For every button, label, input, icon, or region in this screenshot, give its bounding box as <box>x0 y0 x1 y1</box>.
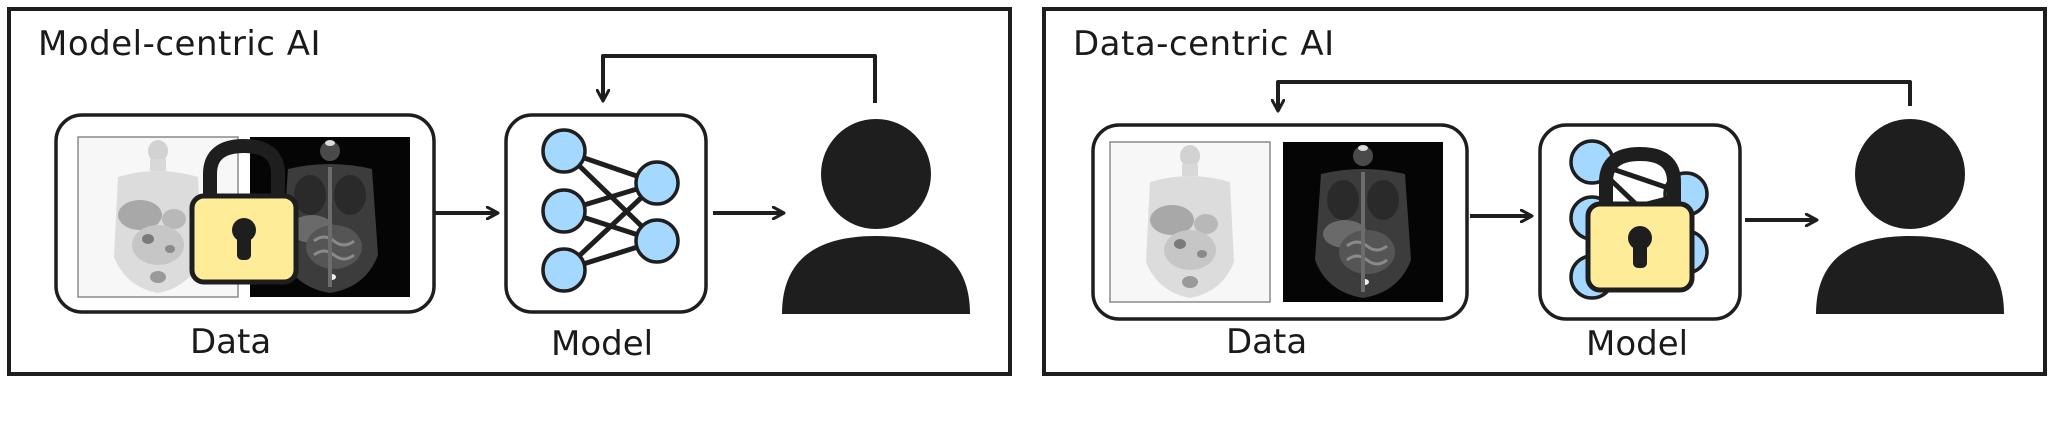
person-icon <box>782 119 970 314</box>
model-box <box>1538 123 1742 321</box>
panel-frame <box>7 7 1012 376</box>
data-box <box>1091 123 1469 321</box>
panel-title: Data-centric AI <box>1073 24 1335 64</box>
model-box <box>504 113 708 314</box>
model-label: Model <box>551 324 654 364</box>
pet-scan-image <box>1109 141 1271 303</box>
model-label: Model <box>1586 324 1689 364</box>
data-label: Data <box>1226 322 1308 362</box>
data-label: Data <box>190 322 272 362</box>
panel-title: Model-centric AI <box>38 24 322 64</box>
panel-model-centric <box>7 7 1012 376</box>
panel-frame <box>1042 7 2047 376</box>
data-box <box>54 113 436 314</box>
feedback-arrow <box>603 54 877 103</box>
feedback-arrow <box>1278 80 1912 110</box>
person-icon <box>1816 119 2004 314</box>
ct-scan-image <box>1281 140 1445 304</box>
panel-data-centric <box>1042 7 2047 376</box>
neural-network-icon <box>541 128 680 293</box>
